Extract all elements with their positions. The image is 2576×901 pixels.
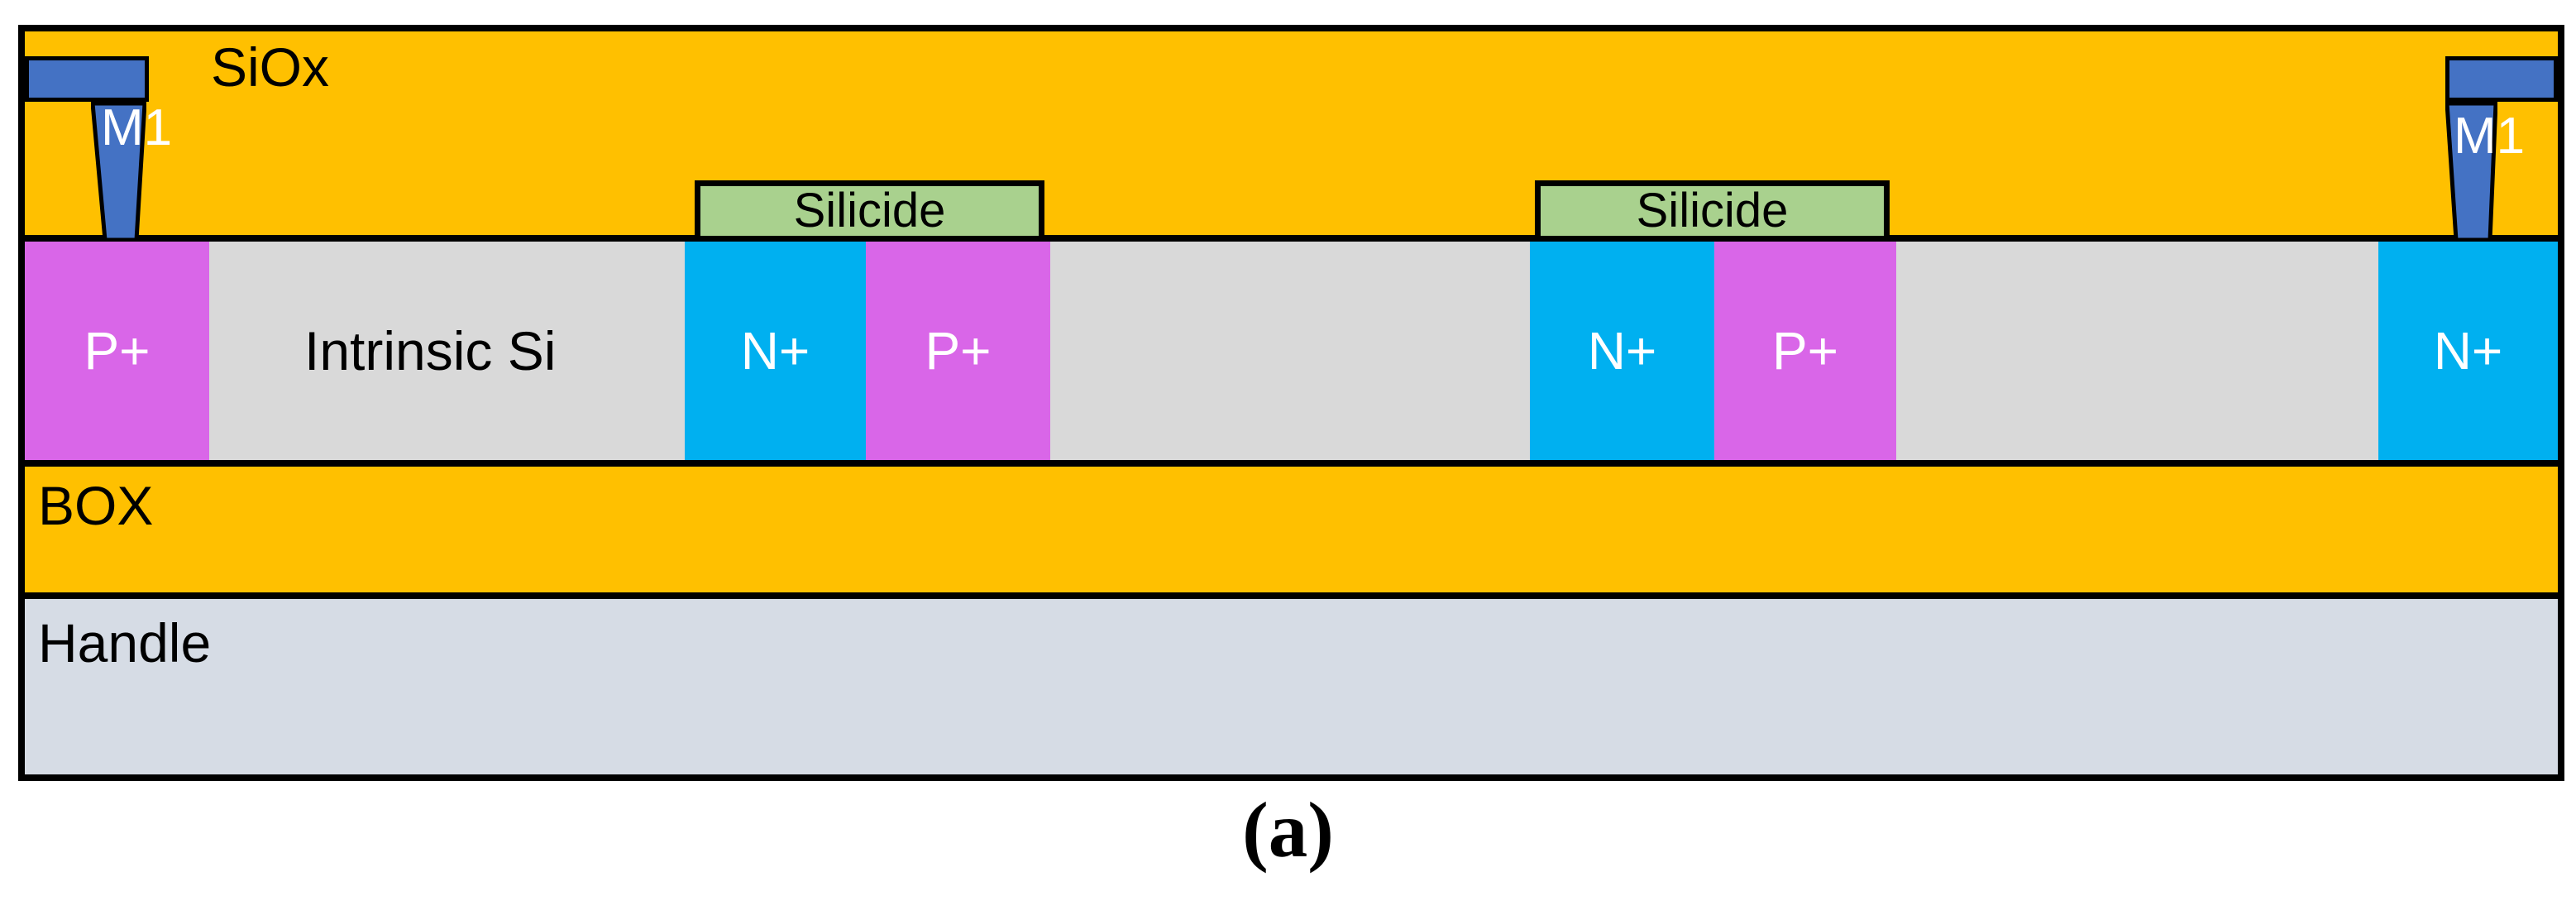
- box-layer: BOX: [25, 467, 2558, 592]
- n-plus-region-1-label: N+: [740, 321, 810, 381]
- p-plus-region-1-label: P+: [84, 321, 151, 381]
- siox-layer-label: SiOx: [211, 36, 330, 98]
- layer-border-top-of-box: [25, 460, 2558, 467]
- box-layer-label: BOX: [38, 475, 154, 536]
- m1-via-left-shape: [91, 102, 146, 242]
- siox-layer: [25, 31, 2558, 235]
- handle-layer-label: Handle: [38, 612, 212, 673]
- silicide-region-2: Silicide: [1535, 180, 1890, 242]
- p-plus-region-2: P+: [866, 242, 1050, 460]
- m1-label-right: M1: [2454, 108, 2526, 165]
- silicide-region-2-label: Silicide: [1636, 184, 1789, 237]
- soi-device-cross-section: P+ Intrinsic Si N+ P+ N+ P+ N+ BOX: [18, 25, 2564, 781]
- n-plus-region-1: N+: [685, 242, 866, 460]
- figure-caption: (a): [1242, 786, 1334, 874]
- n-plus-region-2-label: N+: [1587, 321, 1657, 381]
- m1-via-left: [91, 102, 146, 242]
- silicide-region-1: Silicide: [695, 180, 1044, 242]
- n-plus-region-3: N+: [2378, 242, 2558, 460]
- p-plus-region-3-label: P+: [1771, 321, 1839, 381]
- silicide-region-1-label: Silicide: [793, 184, 946, 237]
- device-silicon-layer: P+ Intrinsic Si N+ P+ N+ P+ N+: [25, 242, 2558, 460]
- p-plus-region-3: P+: [1714, 242, 1896, 460]
- intrinsic-si-label: Intrinsic Si: [304, 320, 557, 381]
- handle-layer: Handle: [25, 599, 2558, 774]
- m1-metal-pad-left: [25, 56, 149, 102]
- layer-border-top-of-handle: [25, 592, 2558, 599]
- m1-metal-pad-right: [2445, 56, 2558, 102]
- m1-via-right-shape: [2445, 102, 2497, 242]
- n-plus-region-2: N+: [1530, 242, 1714, 460]
- n-plus-region-3-label: N+: [2433, 321, 2503, 381]
- layer-border-top-of-device: [25, 235, 2558, 242]
- p-plus-region-2-label: P+: [925, 321, 992, 381]
- m1-via-right: [2445, 102, 2497, 242]
- m1-label-left: M1: [101, 99, 173, 156]
- p-plus-region-1: P+: [25, 242, 209, 460]
